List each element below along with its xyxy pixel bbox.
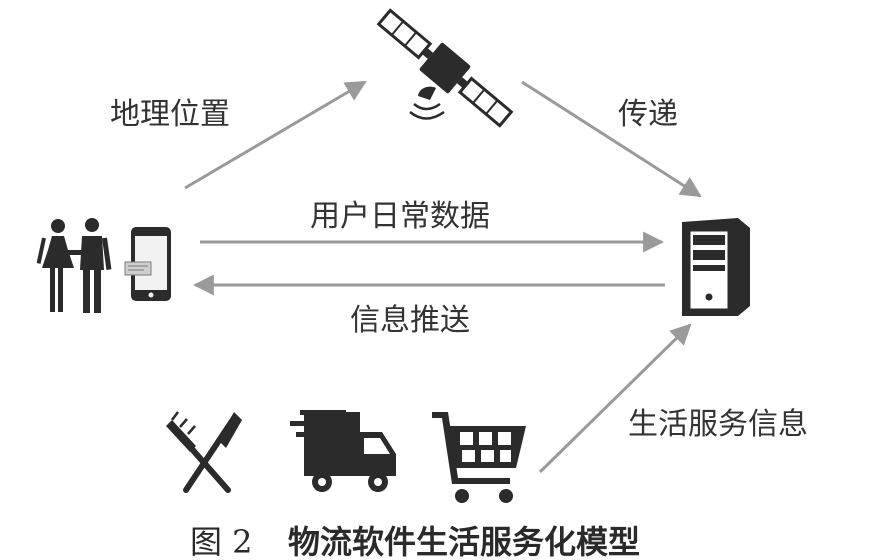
delivery-truck-icon bbox=[290, 410, 396, 492]
server-icon bbox=[682, 218, 750, 316]
arrow-services-to-server bbox=[538, 323, 692, 474]
figure-number: 图 2 bbox=[190, 523, 253, 560]
label-daily-data: 用户日常数据 bbox=[310, 199, 490, 234]
label-service-info: 生活服务信息 bbox=[628, 407, 808, 442]
arrow-satellite-to-server bbox=[521, 80, 702, 198]
smartphone-icon bbox=[124, 227, 171, 301]
label-location: 地理位置 bbox=[110, 97, 230, 132]
label-transmit: 传递 bbox=[618, 97, 678, 132]
shopping-cart-icon bbox=[432, 412, 526, 503]
satellite-icon bbox=[376, 8, 514, 128]
arrow-user-to-satellite bbox=[184, 80, 367, 190]
figure-caption: 物流软件生活服务化模型 bbox=[288, 523, 640, 560]
fork-knife-icon bbox=[166, 411, 242, 493]
couple-icon bbox=[36, 218, 112, 313]
label-push: 信息推送 bbox=[350, 303, 470, 338]
